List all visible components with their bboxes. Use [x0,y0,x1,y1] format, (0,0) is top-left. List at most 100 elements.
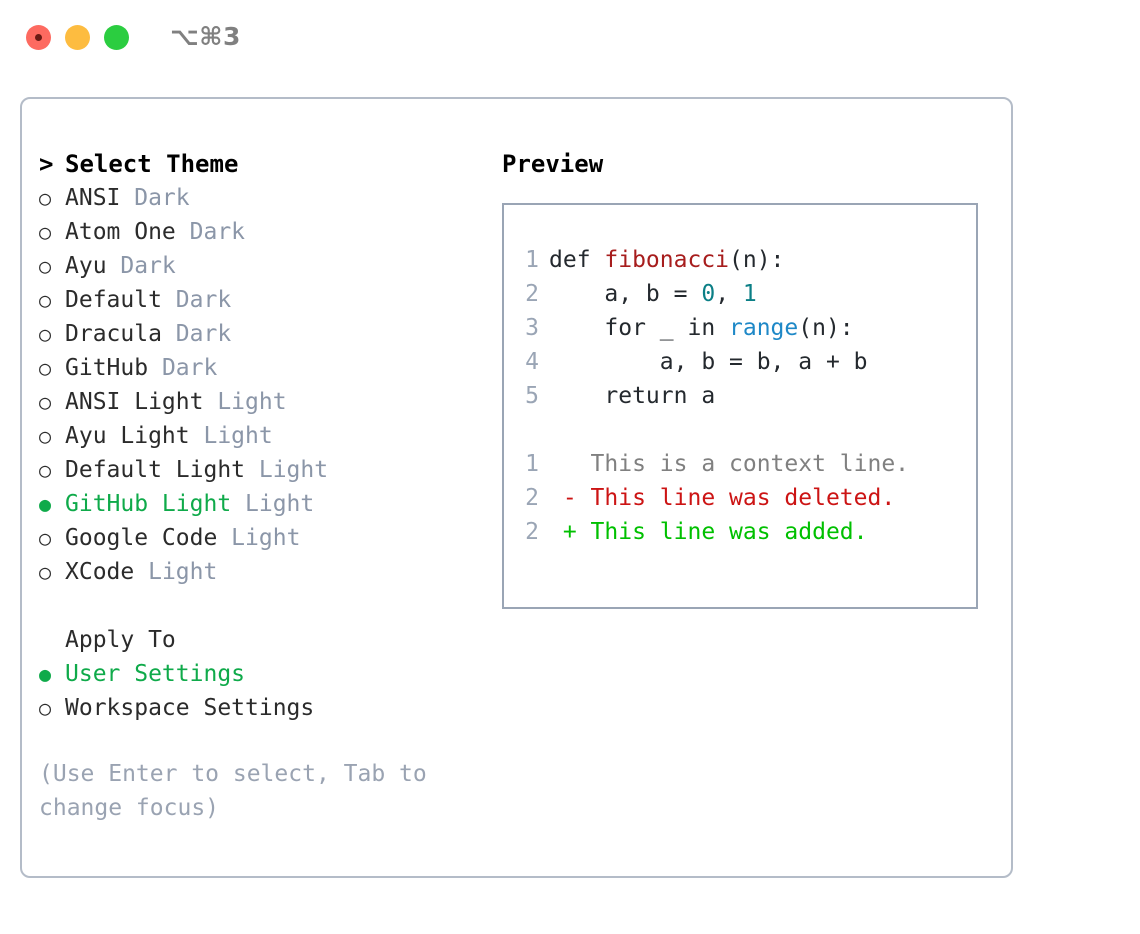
theme-name-label: ANSI Light [65,389,204,415]
theme-name-label: Atom One [65,219,176,245]
diff-line: 2 - This line was deleted. [513,481,970,515]
main-panel: >Select Theme ○ANSI Dark○Atom One Dark○A… [20,97,1013,878]
radio-unselected-icon: ○ [39,696,52,720]
apply-to-list: ● User Settings ○Workspace Settings [39,657,469,725]
radio-selected-icon: ● [39,492,52,516]
code-token: a, b = b, a + b [549,349,868,375]
radio-unselected-icon: ○ [39,560,52,584]
code-line: 2 a, b = 0, 1 [513,277,970,311]
diff-sample: 1 This is a context line.2 - This line w… [513,447,970,549]
radio-unselected-icon: ○ [39,356,52,380]
theme-list-item[interactable]: ● GitHub Light Light [39,487,469,521]
line-number: 1 [525,451,539,477]
radio-unselected-icon: ○ [39,220,52,244]
page-title: > Select Theme [39,147,469,181]
theme-variant-label: Dark [161,287,232,313]
code-token: fibonacci [604,247,730,273]
diff-text: + This line was added. [549,519,868,545]
radio-unselected-icon: ○ [39,254,52,278]
diff-line: 2 + This line was added. [513,515,970,549]
code-diff-spacer [513,413,970,447]
line-number: 5 [525,383,539,409]
theme-variant-label: Dark [120,185,190,211]
radio-unselected-icon: ○ [39,390,52,414]
apply-to-option[interactable]: ● User Settings [39,657,469,691]
code-token: 1 [742,281,757,307]
keyboard-shortcut-label: ⌥⌘3 [170,22,241,51]
title-bar: ⌥⌘3 [0,0,1140,78]
code-token: for _ in [549,315,730,341]
theme-list-item[interactable]: ○ Default Light Light [39,453,469,487]
theme-list-item[interactable]: ○ANSI Dark [39,181,469,215]
theme-variant-label: Light [245,457,329,483]
theme-name-label: XCode [65,559,135,585]
code-token: def [549,247,605,273]
line-number: 2 [525,519,539,545]
theme-name-label: GitHub Light [65,491,232,517]
theme-name-label: Dracula [65,321,162,347]
code-token: range [729,315,799,341]
theme-variant-label: Light [203,389,287,415]
code-line: 5 return a [513,379,970,413]
theme-list-item[interactable]: ○ XCode Light [39,555,469,589]
keyboard-hint-text: (Use Enter to select, Tab to change focu… [39,761,427,821]
code-token: 0 [701,281,716,307]
diff-text: - This line was deleted. [549,485,896,511]
line-number: 2 [525,485,539,511]
theme-name-label: Ayu Light [65,423,190,449]
theme-list-item[interactable]: ○Google Code Light [39,521,469,555]
radio-unselected-icon: ○ [39,526,52,550]
theme-variant-label: Light [189,423,273,449]
theme-name-label: Google Code [65,525,218,551]
code-token: (n): [798,315,854,341]
theme-list-item[interactable]: ○ Ayu Dark [39,249,469,283]
radio-unselected-icon: ○ [39,458,52,482]
theme-name-label: GitHub [65,355,149,381]
diff-line: 1 This is a context line. [513,447,970,481]
theme-list-item[interactable]: ○ Atom One Dark [39,215,469,249]
code-token: a, b = [549,281,702,307]
theme-name-label: ANSI [65,185,121,211]
code-line: 4 a, b = b, a + b [513,345,970,379]
line-number: 2 [525,281,539,307]
code-token: , [715,281,743,307]
apply-to-label: User Settings [65,661,246,687]
radio-unselected-icon: ○ [39,424,52,448]
theme-list-item[interactable]: ○ Ayu Light Light [39,419,469,453]
section-spacer [39,589,469,623]
theme-name-label: Ayu [65,253,107,279]
code-line: 3 for _ in range(n): [513,311,970,345]
apply-to-heading: Apply To [65,627,176,653]
page-title-label: Select Theme [65,150,239,178]
theme-list-item[interactable]: ○ ANSI Light Light [39,385,469,419]
theme-list-item[interactable]: ○ Dracula Dark [39,317,469,351]
theme-variant-label: Dark [175,219,246,245]
theme-variant-label: Light [134,559,218,585]
line-number: 3 [525,315,539,341]
radio-selected-icon: ● [39,662,52,686]
line-number: 1 [525,247,539,273]
theme-name-label: Default Light [65,457,246,483]
radio-unselected-icon: ○ [39,322,52,346]
close-window-button[interactable] [26,25,51,50]
theme-variant-label: Light [231,491,315,517]
preview-title: Preview [502,150,604,178]
maximize-window-button[interactable] [104,25,129,50]
theme-list-item[interactable]: ○GitHub Dark [39,351,469,385]
theme-variant-label: Dark [161,321,232,347]
theme-list-item[interactable]: ○ Default Dark [39,283,469,317]
theme-variant-label: Dark [106,253,176,279]
apply-to-option[interactable]: ○Workspace Settings [39,691,469,725]
prompt-caret-icon: > [39,150,54,178]
radio-unselected-icon: ○ [39,288,52,312]
code-token: return a [549,383,716,409]
line-number: 4 [525,349,539,375]
theme-name-label: Default [65,287,162,313]
minimize-window-button[interactable] [65,25,90,50]
